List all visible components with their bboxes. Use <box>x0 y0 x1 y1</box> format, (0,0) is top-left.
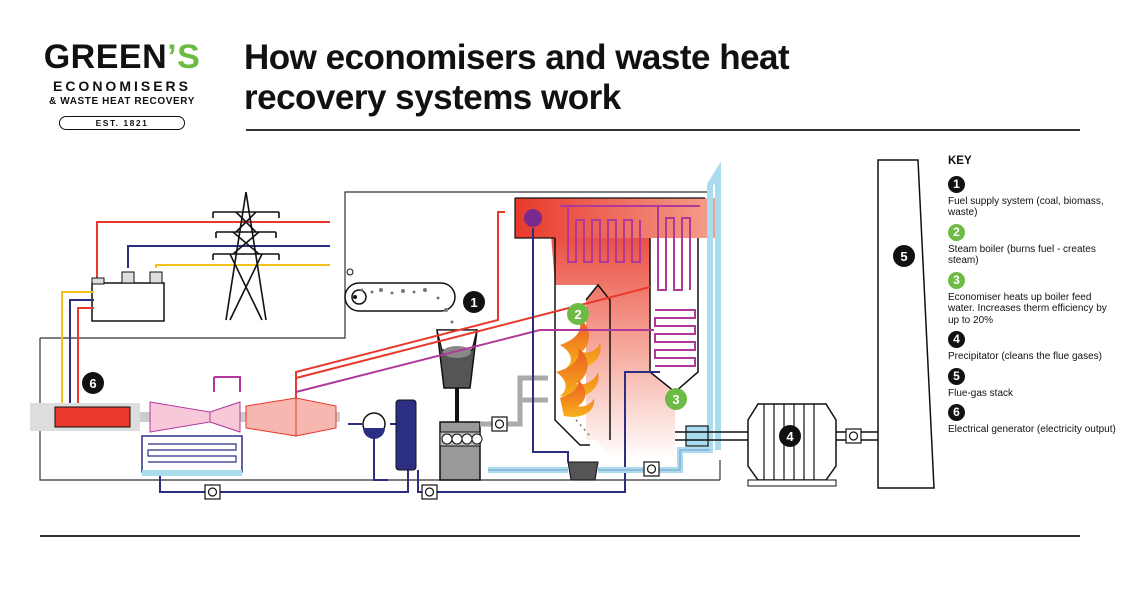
ash-tray <box>567 461 599 481</box>
key-item-4: 4 Precipitator (cleans the flue gases) <box>948 331 1118 363</box>
logo-tagline-2: & WASTE HEAT RECOVERY <box>49 96 195 107</box>
title-line-1: How economisers and waste heat <box>244 38 790 77</box>
title-line-2: recovery systems work <box>244 78 621 117</box>
bottom-divider <box>40 535 1080 537</box>
key-item-2: 2 Steam boiler (burns fuel - creates ste… <box>948 223 1118 267</box>
logo-name-apos: ’S <box>167 38 201 76</box>
marker-6: 6 <box>82 372 104 394</box>
key-text-4: Precipitator (cleans the flue gases) <box>948 351 1102 362</box>
key-item-5: 5 Flue-gas stack <box>948 367 1118 400</box>
key-text-6: Electrical generator (electricity output… <box>948 424 1116 435</box>
svg-text:6: 6 <box>89 376 96 391</box>
key-badge-4: 4 <box>948 331 965 348</box>
title-divider <box>246 129 1080 131</box>
flue-gas-stack <box>877 159 935 489</box>
key-badge-2: 2 <box>948 223 965 241</box>
marker-3: 3 <box>665 388 687 410</box>
key-badge-1: 1 <box>948 175 965 193</box>
marker-2: 2 <box>567 303 589 325</box>
key-legend: KEY 1 Fuel supply system (coal, biomass,… <box>948 155 1118 441</box>
key-badge-3: 3 <box>948 271 965 289</box>
steam-drum <box>524 209 542 227</box>
plant-building-outline <box>40 191 710 339</box>
key-item-6: 6 Electrical generator (electricity outp… <box>948 404 1118 436</box>
power-line-navy <box>127 245 330 268</box>
steam-line-purple <box>295 329 654 393</box>
power-line-red <box>96 221 330 288</box>
marker-4: 4 <box>779 425 801 447</box>
svg-text:3: 3 <box>672 392 679 407</box>
key-title: KEY <box>948 155 972 167</box>
fuel-conveyor <box>344 268 456 324</box>
key-text-2: Steam boiler (burns fuel - creates steam… <box>948 243 1096 267</box>
feedwater-heater <box>395 399 417 471</box>
key-badge-6: 6 <box>948 404 965 421</box>
key-item-1: 1 Fuel supply system (coal, biomass, was… <box>948 175 1118 219</box>
svg-text:1: 1 <box>470 295 477 310</box>
feedwater-line-navy <box>532 228 569 462</box>
key-text-5: Flue-gas stack <box>948 387 1014 399</box>
svg-text:2: 2 <box>574 307 581 322</box>
condenser <box>141 435 243 476</box>
logo-name-main: GREEN <box>43 38 168 76</box>
power-line-yellow <box>155 264 330 268</box>
page-title: How economisers and waste heat recovery … <box>244 38 944 118</box>
logo-name: GREEN’S <box>36 40 208 74</box>
pylon-icon <box>212 191 280 321</box>
superheater-coils <box>560 205 700 367</box>
logo: GREEN’S ECONOMISERS & WASTE HEAT RECOVER… <box>36 40 208 130</box>
marker-1: 1 <box>463 291 485 313</box>
steam-line-red <box>295 211 505 410</box>
burner-flames-icon <box>556 318 601 417</box>
coal-mill <box>439 421 483 481</box>
steam-turbine <box>30 397 340 437</box>
key-text-3: Economiser heats up boiler feed water. I… <box>948 291 1107 326</box>
key-text-1: Fuel supply system (coal, biomass, waste… <box>948 195 1104 219</box>
pump-icon <box>204 416 862 500</box>
transformer-icon <box>91 271 165 322</box>
logo-established: EST. 1821 <box>59 116 185 130</box>
svg-text:5: 5 <box>900 249 907 264</box>
key-badge-5: 5 <box>948 367 965 385</box>
marker-5: 5 <box>893 245 915 267</box>
key-item-3: 3 Economiser heats up boiler feed water.… <box>948 271 1118 327</box>
svg-text:4: 4 <box>786 429 794 444</box>
economiser-unit <box>685 425 709 447</box>
fuel-hopper <box>436 329 478 422</box>
logo-tagline-1: ECONOMISERS <box>52 78 191 94</box>
